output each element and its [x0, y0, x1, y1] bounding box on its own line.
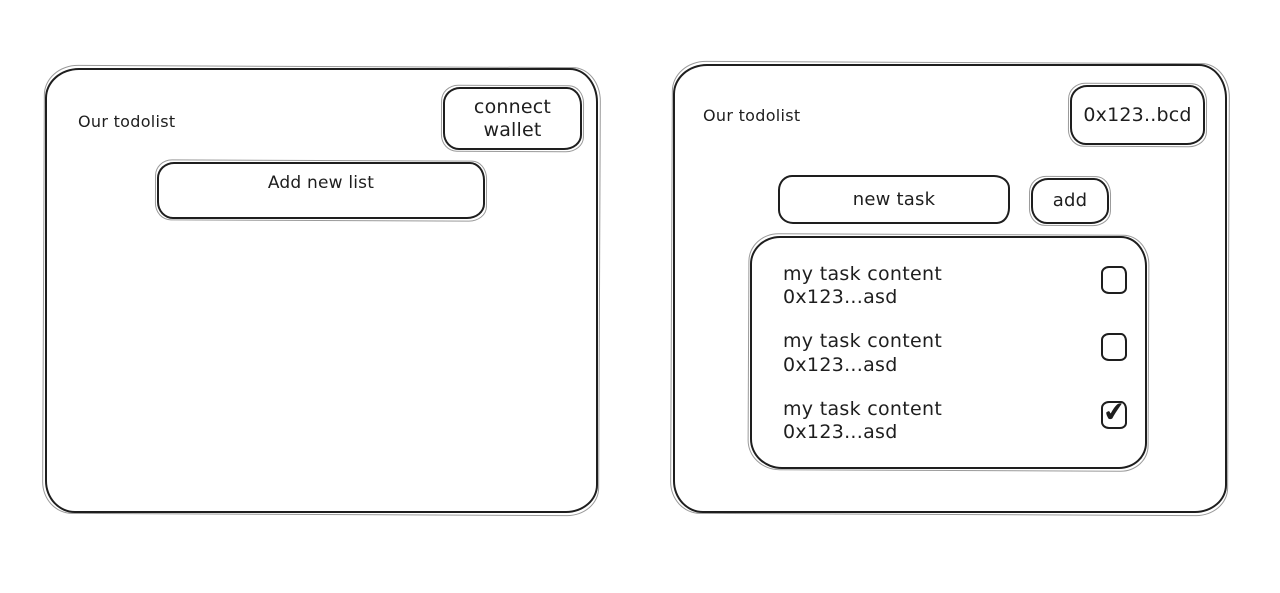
todolist-frame-connected: Our todolist 0x123..bcd add my task cont…: [673, 64, 1227, 513]
task-content-label: my task content: [783, 397, 943, 420]
checkmark-icon: ✔: [1101, 396, 1127, 430]
task-row: my task content 0x123...asd: [783, 330, 1127, 376]
task-text: my task content 0x123...asd: [783, 398, 942, 444]
app-title: Our todolist: [78, 112, 176, 131]
task-row: my task content 0x123...asd: [783, 263, 1127, 309]
connect-wallet-button[interactable]: connect wallet: [443, 87, 582, 150]
task-text: my task content 0x123...asd: [783, 330, 942, 376]
task-address-label: 0x123...asd: [783, 286, 898, 309]
task-text: my task content 0x123...asd: [783, 263, 942, 309]
todolist-frame-disconnected: Our todolist connect wallet Add new list: [45, 68, 598, 513]
task-address-label: 0x123...asd: [783, 420, 898, 443]
wallet-address-button[interactable]: 0x123..bcd: [1070, 85, 1205, 145]
task-address-label: 0x123...asd: [783, 353, 898, 376]
task-row: my task content 0x123...asd ✔: [783, 396, 1127, 444]
app-title: Our todolist: [703, 106, 801, 125]
task-checkbox[interactable]: [1101, 266, 1127, 294]
task-checkbox[interactable]: ✔: [1101, 396, 1127, 430]
task-content-label: my task content: [783, 330, 943, 353]
task-checkbox[interactable]: [1101, 333, 1127, 362]
add-task-button[interactable]: add: [1031, 178, 1109, 224]
task-list: my task content 0x123...asd my task cont…: [750, 236, 1147, 469]
task-content-label: my task content: [783, 263, 943, 285]
add-new-list-button[interactable]: Add new list: [157, 162, 485, 219]
new-task-input[interactable]: [778, 175, 1010, 224]
